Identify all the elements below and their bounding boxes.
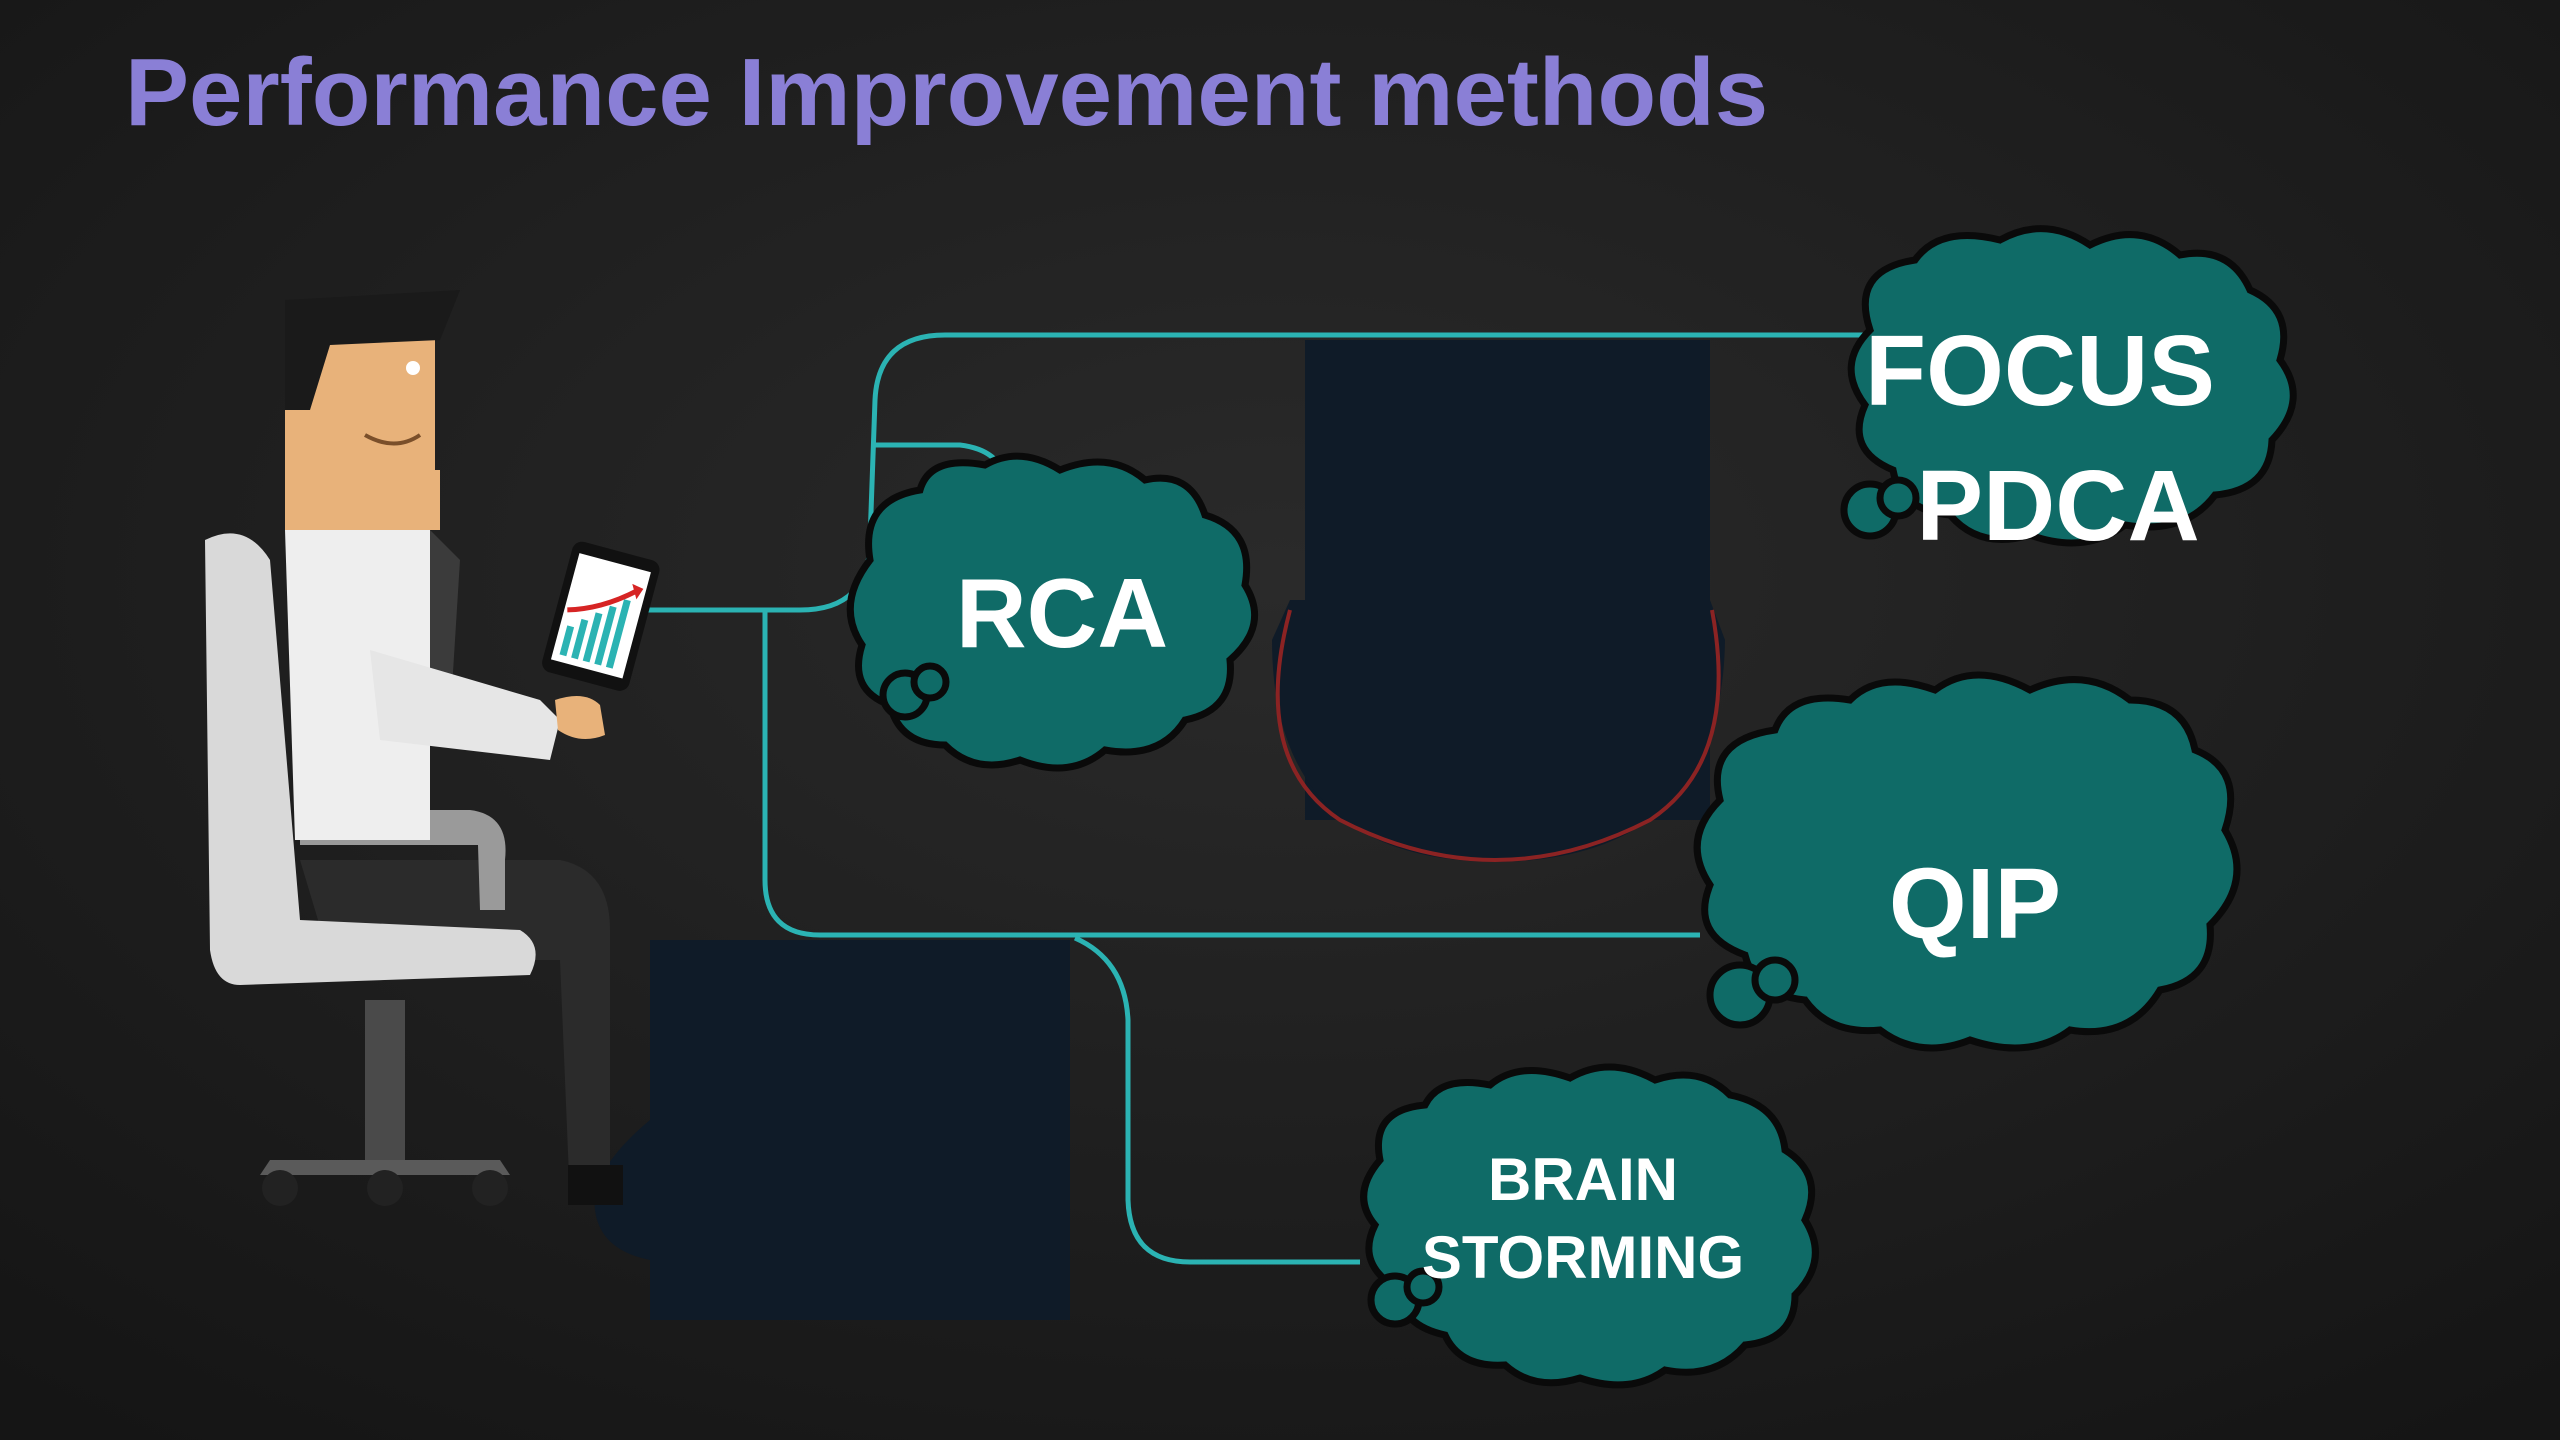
hair	[285, 290, 460, 410]
chair-wheel-right	[472, 1170, 508, 1206]
dark-panel-bottom	[650, 940, 1070, 1320]
rca-label: RCA	[956, 558, 1168, 668]
connector-lines	[645, 332, 1865, 1265]
eye	[406, 361, 420, 375]
chair-base	[260, 1160, 510, 1175]
chair-wheel-mid	[367, 1170, 403, 1206]
arm	[370, 650, 560, 760]
chair-back	[205, 533, 536, 985]
cloud-bubble-brain-2	[1403, 1267, 1443, 1307]
smile	[364, 433, 422, 446]
shoe	[568, 1165, 623, 1205]
brainstorming-label-line1: BRAIN	[1488, 1146, 1678, 1213]
cloud-bubble-qip-2	[1751, 956, 1799, 1004]
businessman-figure	[205, 290, 660, 1206]
focus-label-line2: PDCA	[1916, 450, 2199, 562]
method-brainstorming[interactable]: BRAIN STORMING	[1360, 1063, 1819, 1389]
connector-down-to-qip	[762, 610, 1700, 938]
method-rca[interactable]: RCA	[846, 452, 1259, 772]
focus-label-line1: FOCUS	[1865, 315, 2215, 427]
chair-wheel-left	[262, 1170, 298, 1206]
connector-to-brainstorming	[1073, 935, 1360, 1265]
cloud-bubble-rca-2	[910, 662, 950, 702]
page-title: Performance Improvement methods	[125, 39, 1768, 146]
cloud-bubble-focus-2	[1876, 476, 1920, 520]
chair-stem	[365, 1000, 405, 1165]
dark-panel-top-bowl	[1272, 600, 1725, 862]
hand	[555, 696, 605, 739]
chin	[395, 470, 440, 530]
cloud-shape-rca	[846, 452, 1259, 772]
brainstorming-label-line2: STORMING	[1422, 1224, 1744, 1291]
method-focus-pdca[interactable]: FOCUS PDCA	[1840, 225, 2297, 562]
cloud-shape-brainstorming	[1360, 1063, 1819, 1389]
qip-label: QIP	[1889, 848, 2061, 960]
shirt	[285, 530, 430, 840]
method-qip[interactable]: QIP	[1693, 671, 2241, 1052]
tablet-chart-icon	[542, 541, 660, 691]
red-arc-outline	[1275, 609, 1721, 862]
